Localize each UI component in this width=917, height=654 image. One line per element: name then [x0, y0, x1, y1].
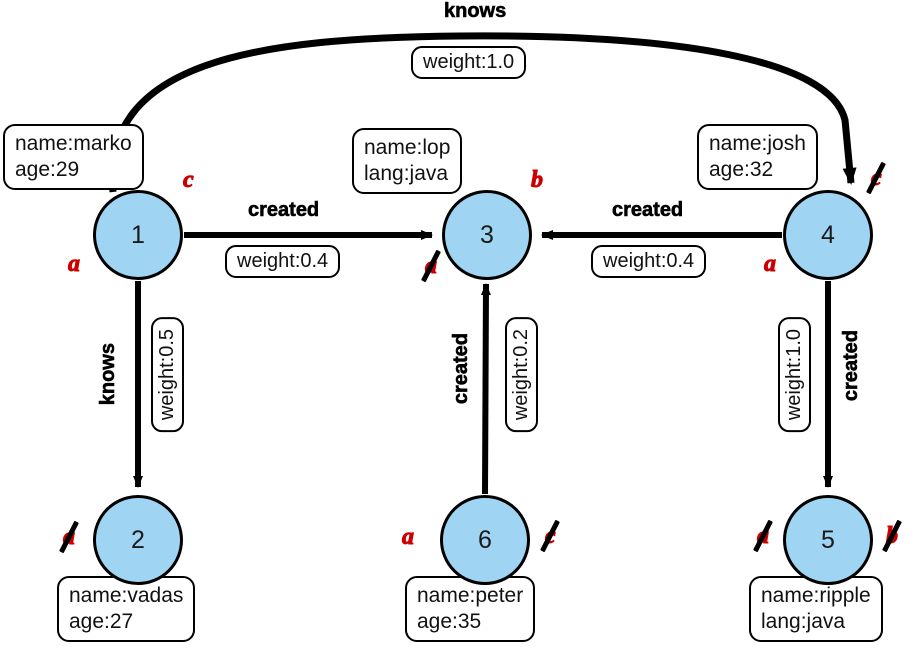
- edge-label-created-6-3: created: [450, 333, 473, 405]
- edge-label-created-4-5: created: [840, 330, 863, 402]
- vertex-prop-line: name:lop: [364, 136, 451, 159]
- annotation-letter: a: [764, 251, 777, 277]
- vertex-props-1: name:marko age:29: [3, 124, 144, 191]
- annotation-vertex-1-c: c: [183, 167, 195, 193]
- edge-weight-created-4-5: weight:1.0: [778, 317, 811, 433]
- edge-1-knows-4: [108, 32, 857, 193]
- annotation-vertex-5-a-struck: a: [753, 519, 773, 553]
- edge-weight-created-1-3: weight:0.4: [225, 245, 341, 278]
- annotation-letter: a: [68, 251, 81, 277]
- vertex-props-2: name:vadas age:27: [57, 576, 196, 643]
- vertex-3[interactable]: 3: [442, 190, 532, 280]
- edge-weight-created-4-3: weight:0.4: [591, 245, 707, 278]
- vertex-prop-line: name:marko: [15, 132, 132, 155]
- annotation-letter: a: [402, 524, 415, 550]
- edge-weight-created-6-3: weight:0.2: [505, 317, 538, 433]
- annotation-vertex-6-c-struck: c: [540, 519, 561, 553]
- edge-label-created-4-3: created: [612, 199, 684, 222]
- vertex-props-3: name:lop lang:java: [352, 128, 463, 195]
- vertex-prop-line: age:35: [417, 609, 482, 633]
- vertex-props-4: name:josh age:32: [697, 124, 818, 191]
- vertex-5[interactable]: 5: [783, 495, 873, 585]
- annotation-vertex-4-c-struck: c: [866, 161, 887, 195]
- annotation-vertex-2-a-struck: a: [59, 520, 79, 554]
- vertex-props-6: name:peter age:35: [405, 576, 536, 643]
- vertex-2[interactable]: 2: [93, 495, 183, 585]
- edge-label-created-1-3: created: [248, 199, 320, 222]
- annotation-vertex-1-a: a: [68, 251, 81, 277]
- vertex-prop-line: name:vadas: [69, 584, 184, 607]
- vertex-prop-line: age:29: [15, 157, 80, 181]
- edge-weight-knows-1-4: weight:1.0: [411, 46, 527, 79]
- vertex-prop-line: age:27: [69, 609, 134, 633]
- vertex-props-5: name:ripple lang:java: [749, 576, 883, 643]
- edge-label-knows-1-2: knows: [97, 343, 120, 406]
- vertex-prop-line: age:32: [709, 157, 774, 181]
- vertex-prop-line: name:ripple: [761, 584, 871, 607]
- vertex-prop-line: name:josh: [709, 132, 806, 155]
- vertex-prop-line: lang:java: [364, 161, 449, 185]
- vertex-prop-line: name:peter: [417, 584, 524, 607]
- vertex-prop-line: lang:java: [761, 609, 846, 633]
- vertex-6[interactable]: 6: [440, 495, 530, 585]
- annotation-vertex-3-b: b: [531, 167, 544, 193]
- annotation-letter: c: [183, 167, 195, 193]
- annotation-vertex-3-a-struck: a: [421, 249, 441, 283]
- vertex-4[interactable]: 4: [783, 190, 873, 280]
- annotation-vertex-5-b-struck: b: [882, 519, 902, 553]
- annotation-vertex-4-a: a: [764, 251, 777, 277]
- vertex-1[interactable]: 1: [93, 190, 183, 280]
- edge-weight-knows-1-2: weight:0.5: [151, 317, 184, 433]
- edge-6-created-3: [480, 283, 491, 495]
- edge-label-knows-1-4: knows: [444, 0, 507, 22]
- annotation-vertex-6-a: a: [402, 524, 415, 550]
- annotation-letter: b: [531, 167, 544, 193]
